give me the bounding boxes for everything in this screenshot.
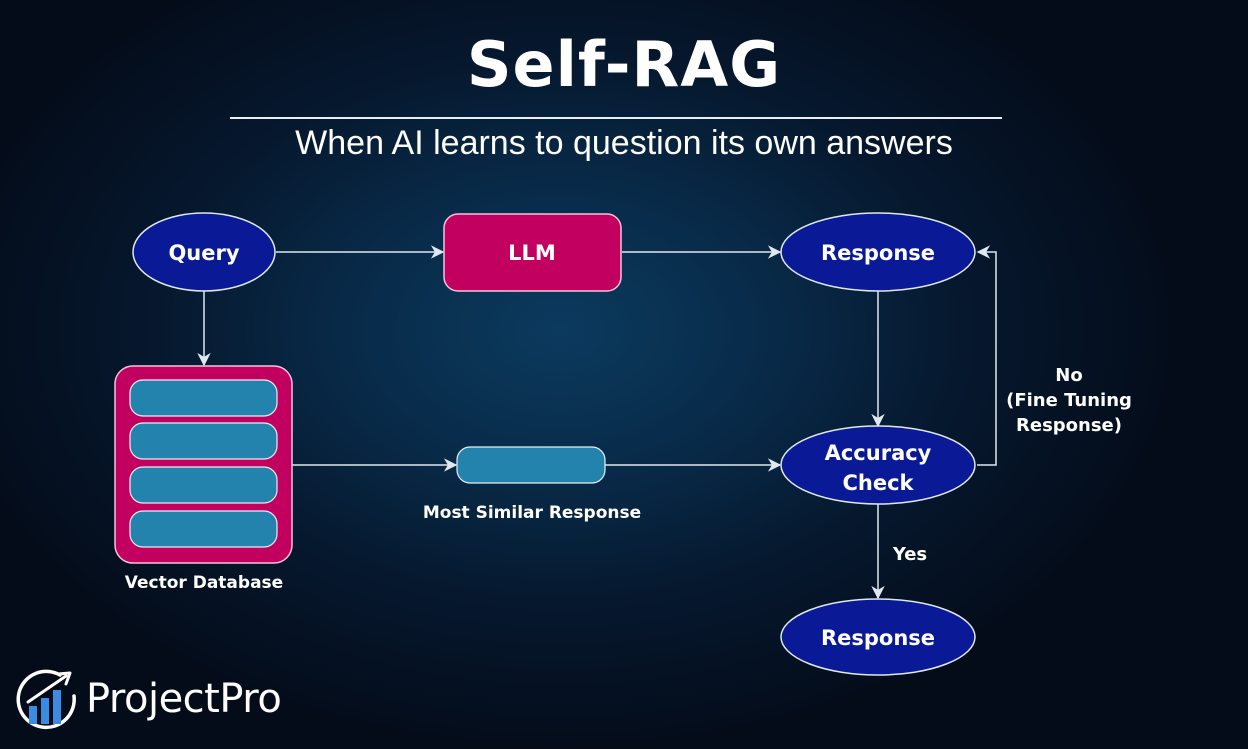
edge-no-label-line3: Response) (1016, 415, 1122, 436)
database-record (129, 466, 278, 504)
projectpro-logo: ProjectPro (14, 666, 282, 732)
node-response-bottom-label: Response (821, 626, 935, 650)
page-title: Self-RAG (466, 28, 782, 101)
edge-yes-label: Yes (892, 544, 927, 565)
edge-accuracy-no-loop (976, 245, 997, 466)
node-llm: LLM (443, 213, 622, 292)
node-llm-label: LLM (508, 241, 556, 265)
node-vector-database (114, 365, 293, 564)
page-subtitle: When AI learns to question its own answe… (295, 124, 953, 162)
logo-brand-text: ProjectPro (86, 676, 282, 722)
node-query-label: Query (168, 241, 239, 265)
growth-chart-icon (16, 669, 76, 730)
edge-no-label-line2: (Fine Tuning (1006, 390, 1132, 411)
database-record (129, 510, 278, 548)
database-record (129, 422, 278, 460)
database-record (129, 379, 278, 417)
vector-database-label: Vector Database (125, 573, 283, 593)
node-accuracy-label-line2: Check (842, 471, 914, 495)
node-most-similar-response (456, 446, 606, 484)
node-accuracy-label-line1: Accuracy (825, 441, 932, 465)
node-response-top-label: Response (821, 241, 935, 265)
most-similar-response-label: Most Similar Response (423, 503, 641, 523)
node-response-top: Response (780, 212, 976, 292)
edge-no-label-line1: No (1055, 365, 1082, 386)
node-response-bottom: Response (780, 598, 976, 676)
node-accuracy-check: Accuracy Check (780, 425, 976, 505)
node-query: Query (132, 212, 276, 292)
title-divider (230, 117, 1002, 119)
